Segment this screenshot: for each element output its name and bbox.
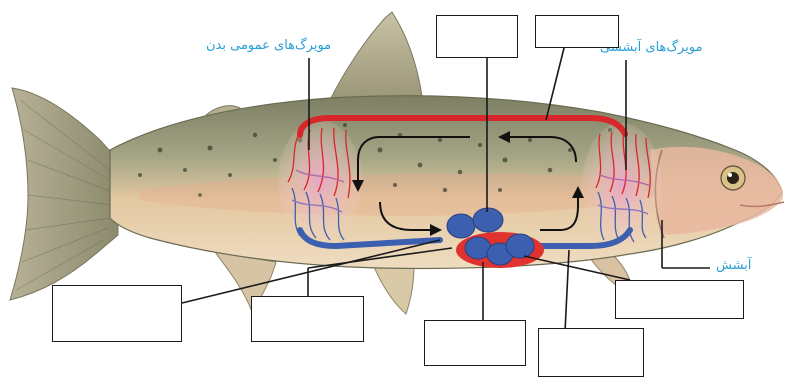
dorsal-fin <box>330 12 422 100</box>
fish-head <box>650 147 783 235</box>
answer-box-center-left[interactable] <box>251 296 364 342</box>
answer-box-right[interactable] <box>615 280 744 319</box>
label-gills: آبشش <box>716 258 751 274</box>
answer-box-bottom-right[interactable] <box>538 328 644 377</box>
tail-fin <box>10 88 118 300</box>
pelvic-fin <box>372 262 414 314</box>
label-body-capillaries: مویرگ‌های عمومی بدن <box>206 38 331 54</box>
answer-box-left[interactable] <box>52 285 182 342</box>
answer-box-top-left[interactable] <box>436 15 518 58</box>
answer-box-top-right[interactable] <box>535 15 619 48</box>
answer-box-center[interactable] <box>424 320 526 366</box>
